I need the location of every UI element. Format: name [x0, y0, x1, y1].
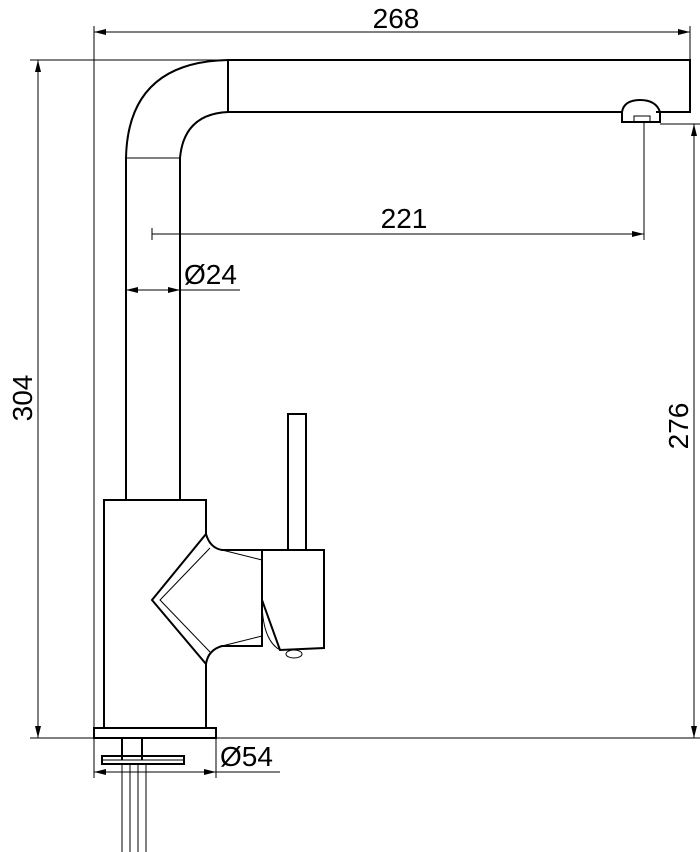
valve-cone-inner: [159, 547, 211, 653]
valve-shade: [221, 549, 263, 647]
dimension-body-diameter: Ø24: [126, 259, 240, 293]
base-diameter-label: Ø54: [220, 741, 273, 772]
overall-width-label: 268: [373, 3, 420, 34]
dimension-spout-reach: 221: [151, 122, 645, 240]
lever-housing-curve: [261, 599, 281, 651]
faucet-outline: [30, 59, 700, 852]
aerator: [621, 98, 661, 123]
spout-height-label: 276: [663, 403, 694, 450]
dimension-base-diameter: Ø54: [93, 738, 280, 778]
lever-screw: [285, 649, 303, 659]
valve-cone: [150, 533, 207, 665]
spout-reach-label: 221: [381, 203, 428, 234]
lever-handle: [287, 413, 307, 551]
aerator-slot: [633, 115, 651, 123]
body-diameter-label: Ø24: [184, 259, 237, 290]
dimension-overall-height: 304: [7, 59, 228, 738]
base-plate: [93, 727, 217, 739]
dimension-spout-height: 276: [660, 123, 700, 738]
dimension-overall-width: 268: [93, 3, 691, 728]
overall-height-label: 304: [7, 375, 38, 422]
spout-inner-edge: [179, 111, 622, 500]
lever-housing: [261, 549, 325, 652]
body-block: [103, 499, 263, 729]
